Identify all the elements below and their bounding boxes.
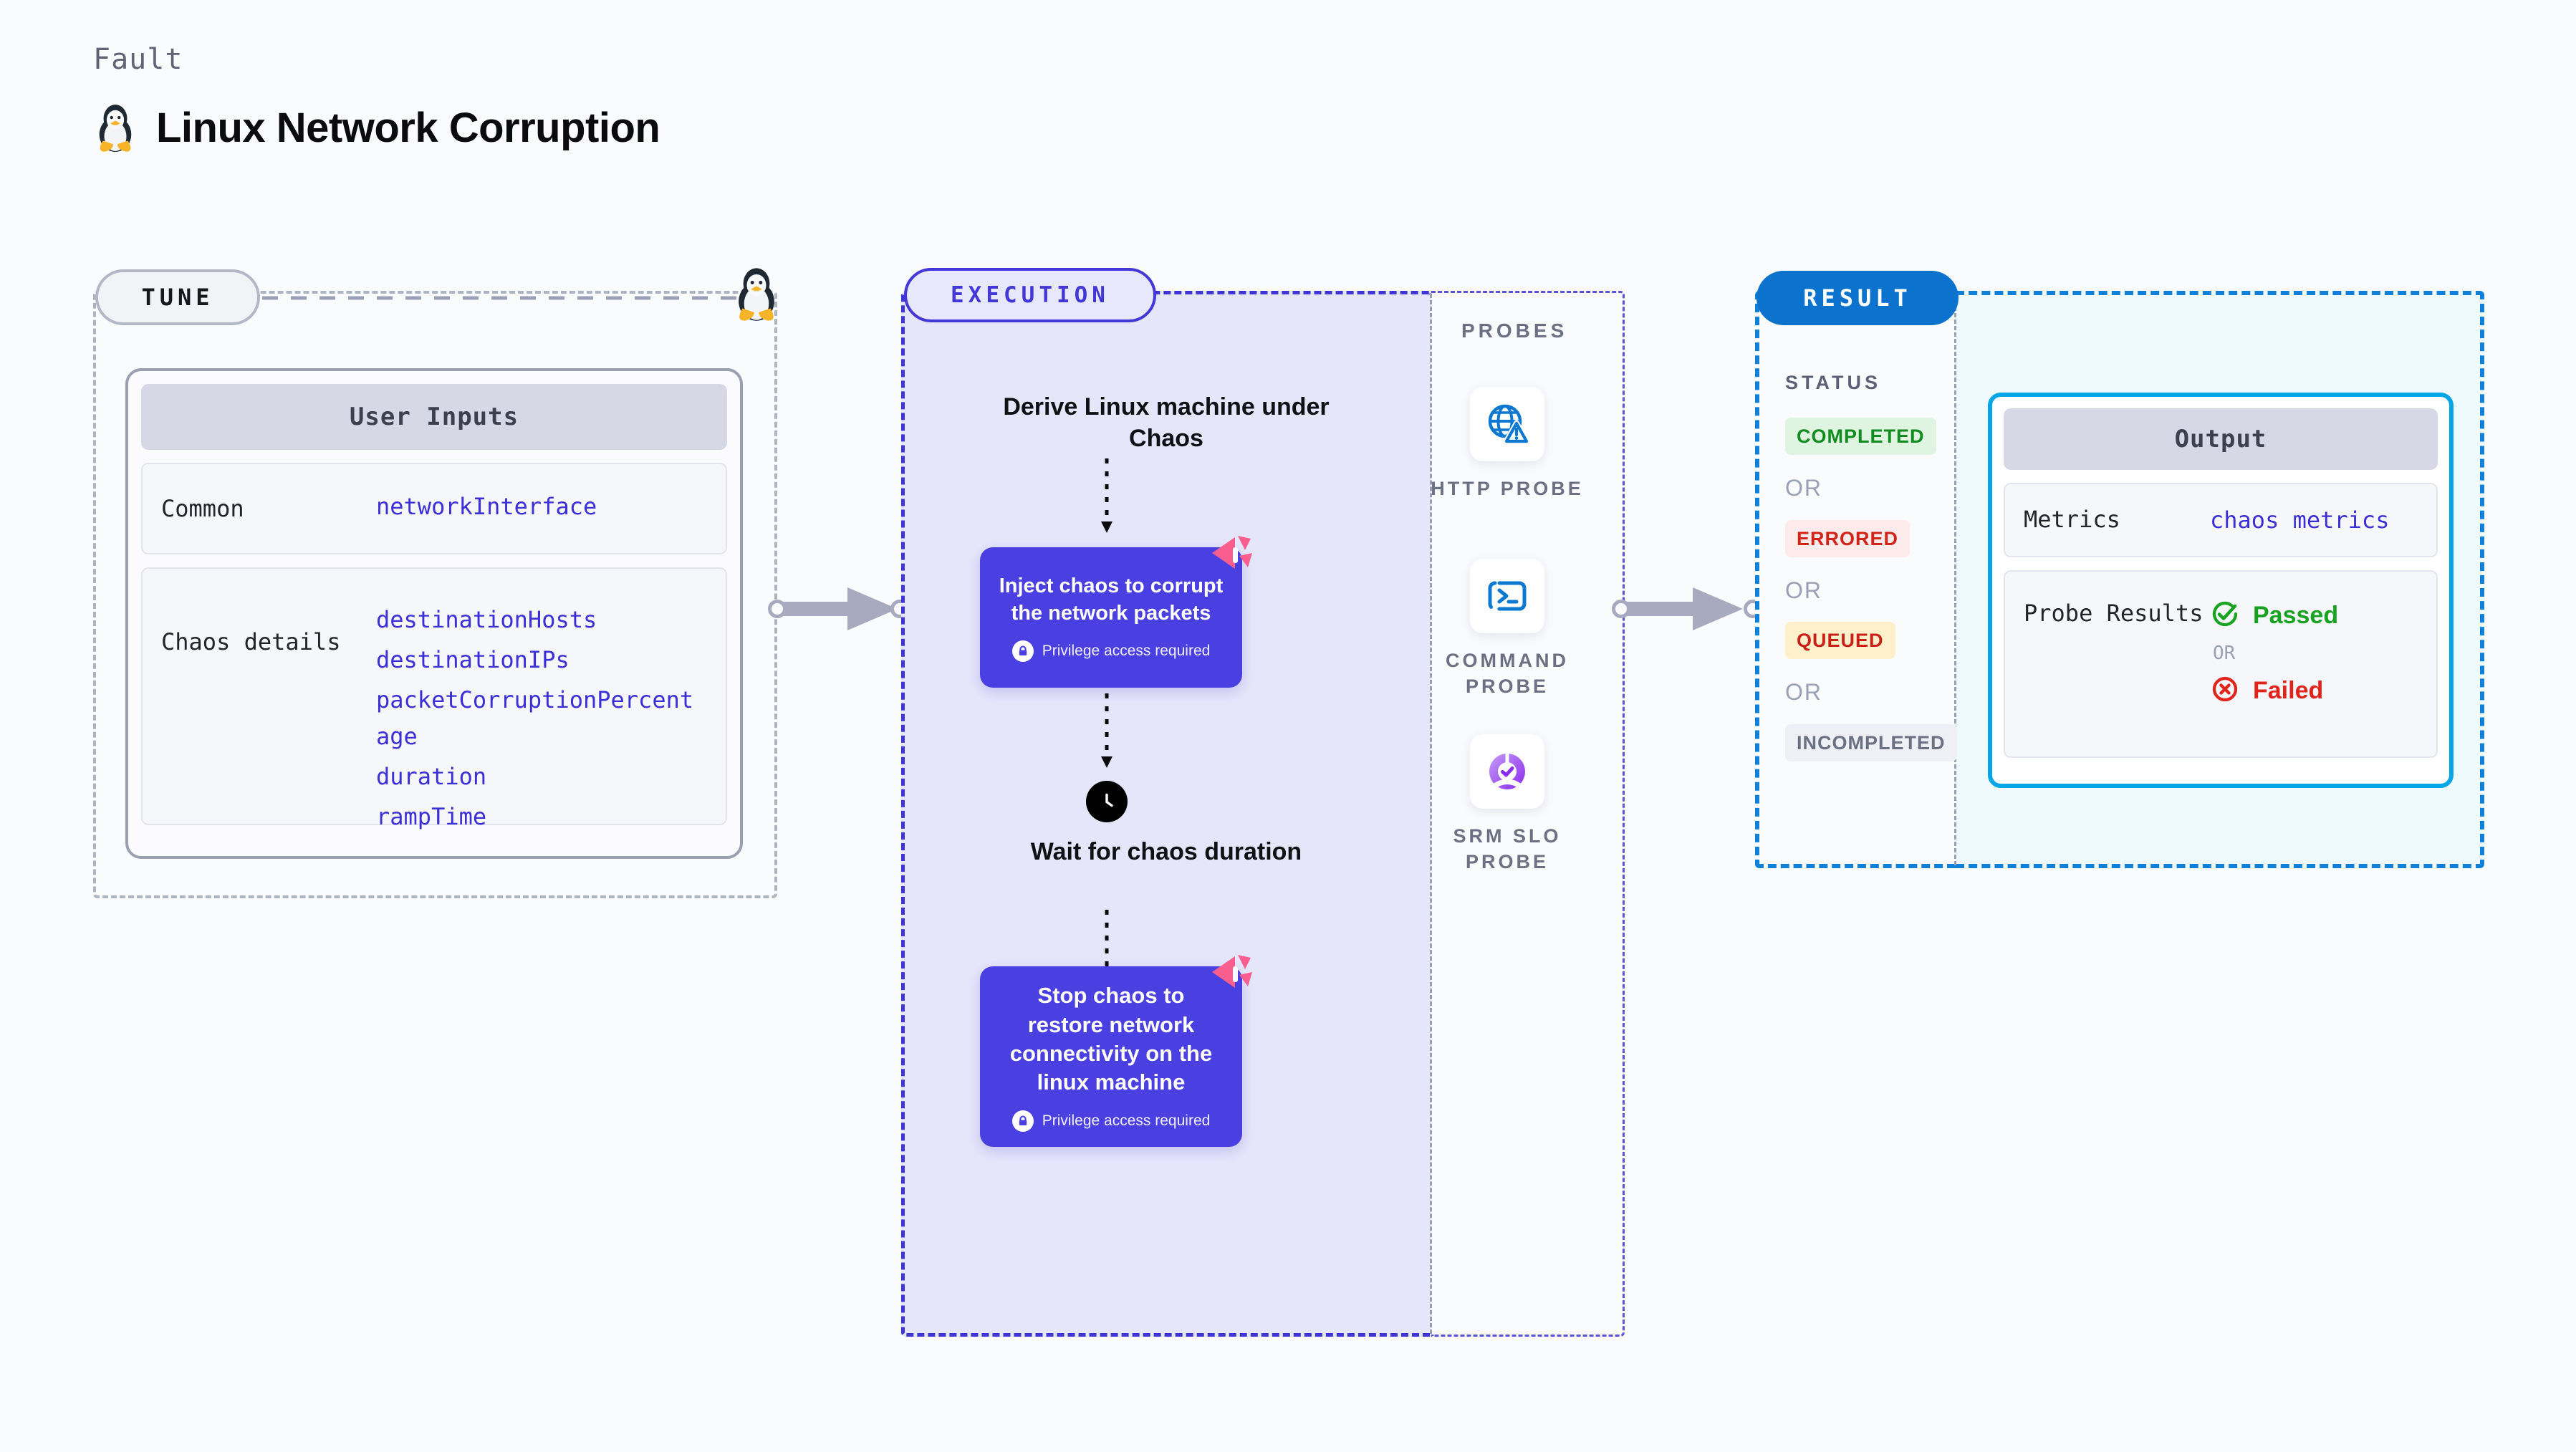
globe-warning-icon (1470, 387, 1544, 461)
list-item[interactable]: destinationIPs (376, 645, 569, 673)
or-separator: OR (2213, 643, 2236, 664)
probe-label: SRM SLO PROBE (1453, 825, 1562, 873)
list-item[interactable]: rampTime (376, 803, 487, 831)
result-divider (1954, 294, 1956, 865)
probe-results-values: Passed OR Failed (2210, 599, 2338, 708)
tux-linux-penguin-icon (93, 102, 138, 153)
page-header: Fault Linux Network Corruption (93, 43, 660, 153)
tune-zone (93, 291, 777, 898)
table-row: Common networkInterface (141, 463, 727, 554)
table-row: Metrics chaos metrics (2004, 483, 2438, 557)
metrics-label: Metrics (2024, 506, 2120, 534)
connector-start-dot (768, 600, 787, 618)
result-section-pill[interactable]: RESULT (1756, 271, 1959, 325)
privilege-note: Privilege access required (1011, 1110, 1211, 1132)
flow-step-title: Derive Linux machine under Chaos (1003, 393, 1330, 452)
flow-step-title: Wait for chaos duration (1030, 838, 1302, 865)
probe-result-passed: Passed (2210, 599, 2338, 633)
slo-donut-check-icon (1470, 734, 1544, 809)
chaos-step-stop[interactable]: Stop chaos to restore network connectivi… (980, 955, 1252, 1147)
tune-section-pill[interactable]: TUNE (95, 269, 260, 325)
table-row: Probe Results Passed OR (2004, 570, 2438, 758)
execution-zone (901, 291, 1431, 1337)
probe-results-label: Probe Results (2024, 600, 2203, 627)
harness-logo-icon (1206, 532, 1254, 576)
page-kicker: Fault (93, 43, 183, 76)
passed-label: Passed (2253, 602, 2339, 629)
chaos-step-label: Inject chaos to corrupt the network pack… (999, 574, 1224, 625)
or-separator: OR (1785, 679, 1822, 705)
user-inputs-header: User Inputs (141, 384, 727, 450)
input-group-label: Common (161, 495, 244, 522)
input-group-label: Chaos details (161, 628, 341, 655)
terminal-prompt-icon (1470, 559, 1544, 633)
chaos-step-label: Stop chaos to restore network connectivi… (1009, 983, 1213, 1095)
tux-linux-penguin-icon (731, 265, 782, 326)
or-separator: OR (1785, 475, 1822, 501)
probes-zone (1431, 291, 1625, 1337)
connector-execution-to-result (1621, 587, 1743, 630)
status-section-label: STATUS (1785, 372, 1881, 393)
status-badge-incompleted: INCOMPLETED (1785, 724, 1957, 761)
output-card: Output Metrics chaos metrics Probe Resul… (1988, 393, 2454, 788)
list-item[interactable]: destinationHosts (376, 606, 597, 633)
fault-title-row: Linux Network Corruption (93, 102, 660, 153)
probe-label: COMMAND PROBE (1446, 650, 1569, 698)
flow-arrow-down (1101, 693, 1112, 768)
chaos-step-inject[interactable]: Inject chaos to corrupt the network pack… (980, 536, 1252, 688)
execution-section-pill[interactable]: EXECUTION (904, 268, 1156, 322)
failed-label: Failed (2253, 677, 2324, 704)
or-separator: OR (1785, 577, 1822, 603)
result-zone (1755, 291, 1956, 868)
metrics-value[interactable]: chaos metrics (2210, 506, 2390, 534)
probes-divider (1430, 294, 1432, 1334)
tune-dashed-connector (262, 296, 748, 300)
input-group-values: networkInterface (376, 489, 597, 529)
status-badge-queued: QUEUED (1785, 622, 1895, 659)
list-item[interactable]: duration (376, 763, 487, 791)
privilege-note-text: Privilege access required (1042, 1112, 1211, 1129)
probe-label: HTTP PROBE (1431, 478, 1584, 499)
clock-icon (1086, 781, 1128, 822)
privilege-note-text: Privilege access required (1042, 642, 1211, 659)
probe-command[interactable]: COMMAND PROBE (1427, 559, 1587, 700)
list-item[interactable]: packetCorruptionPercentage (376, 686, 694, 751)
page-title: Linux Network Corruption (156, 104, 660, 151)
flow-arrow-down (1101, 458, 1112, 533)
probe-result-failed: Failed (2210, 674, 2338, 708)
probes-section-label: PROBES (1461, 319, 1568, 342)
user-inputs-card: User Inputs Common networkInterface Chao… (125, 368, 743, 859)
connector-start-dot (1612, 600, 1630, 618)
check-circle-icon (2210, 599, 2240, 633)
status-badge-completed: COMPLETED (1785, 418, 1936, 455)
lock-icon (1011, 640, 1034, 662)
list-item[interactable]: networkInterface (376, 493, 597, 521)
harness-logo-icon (1206, 951, 1254, 995)
connector-tune-to-execution (776, 587, 898, 630)
probe-srm-slo[interactable]: SRM SLO PROBE (1427, 734, 1587, 875)
privilege-note: Privilege access required (1011, 640, 1211, 662)
input-group-values: destinationHosts destinationIPs packetCo… (376, 602, 707, 839)
status-badge-errored: ERRORED (1785, 520, 1911, 557)
table-row: Chaos details destinationHosts destinati… (141, 567, 727, 830)
probe-http[interactable]: HTTP PROBE (1427, 387, 1587, 501)
x-circle-icon (2210, 674, 2240, 708)
lock-icon (1011, 1110, 1034, 1132)
output-card-header: Output (2004, 408, 2438, 470)
